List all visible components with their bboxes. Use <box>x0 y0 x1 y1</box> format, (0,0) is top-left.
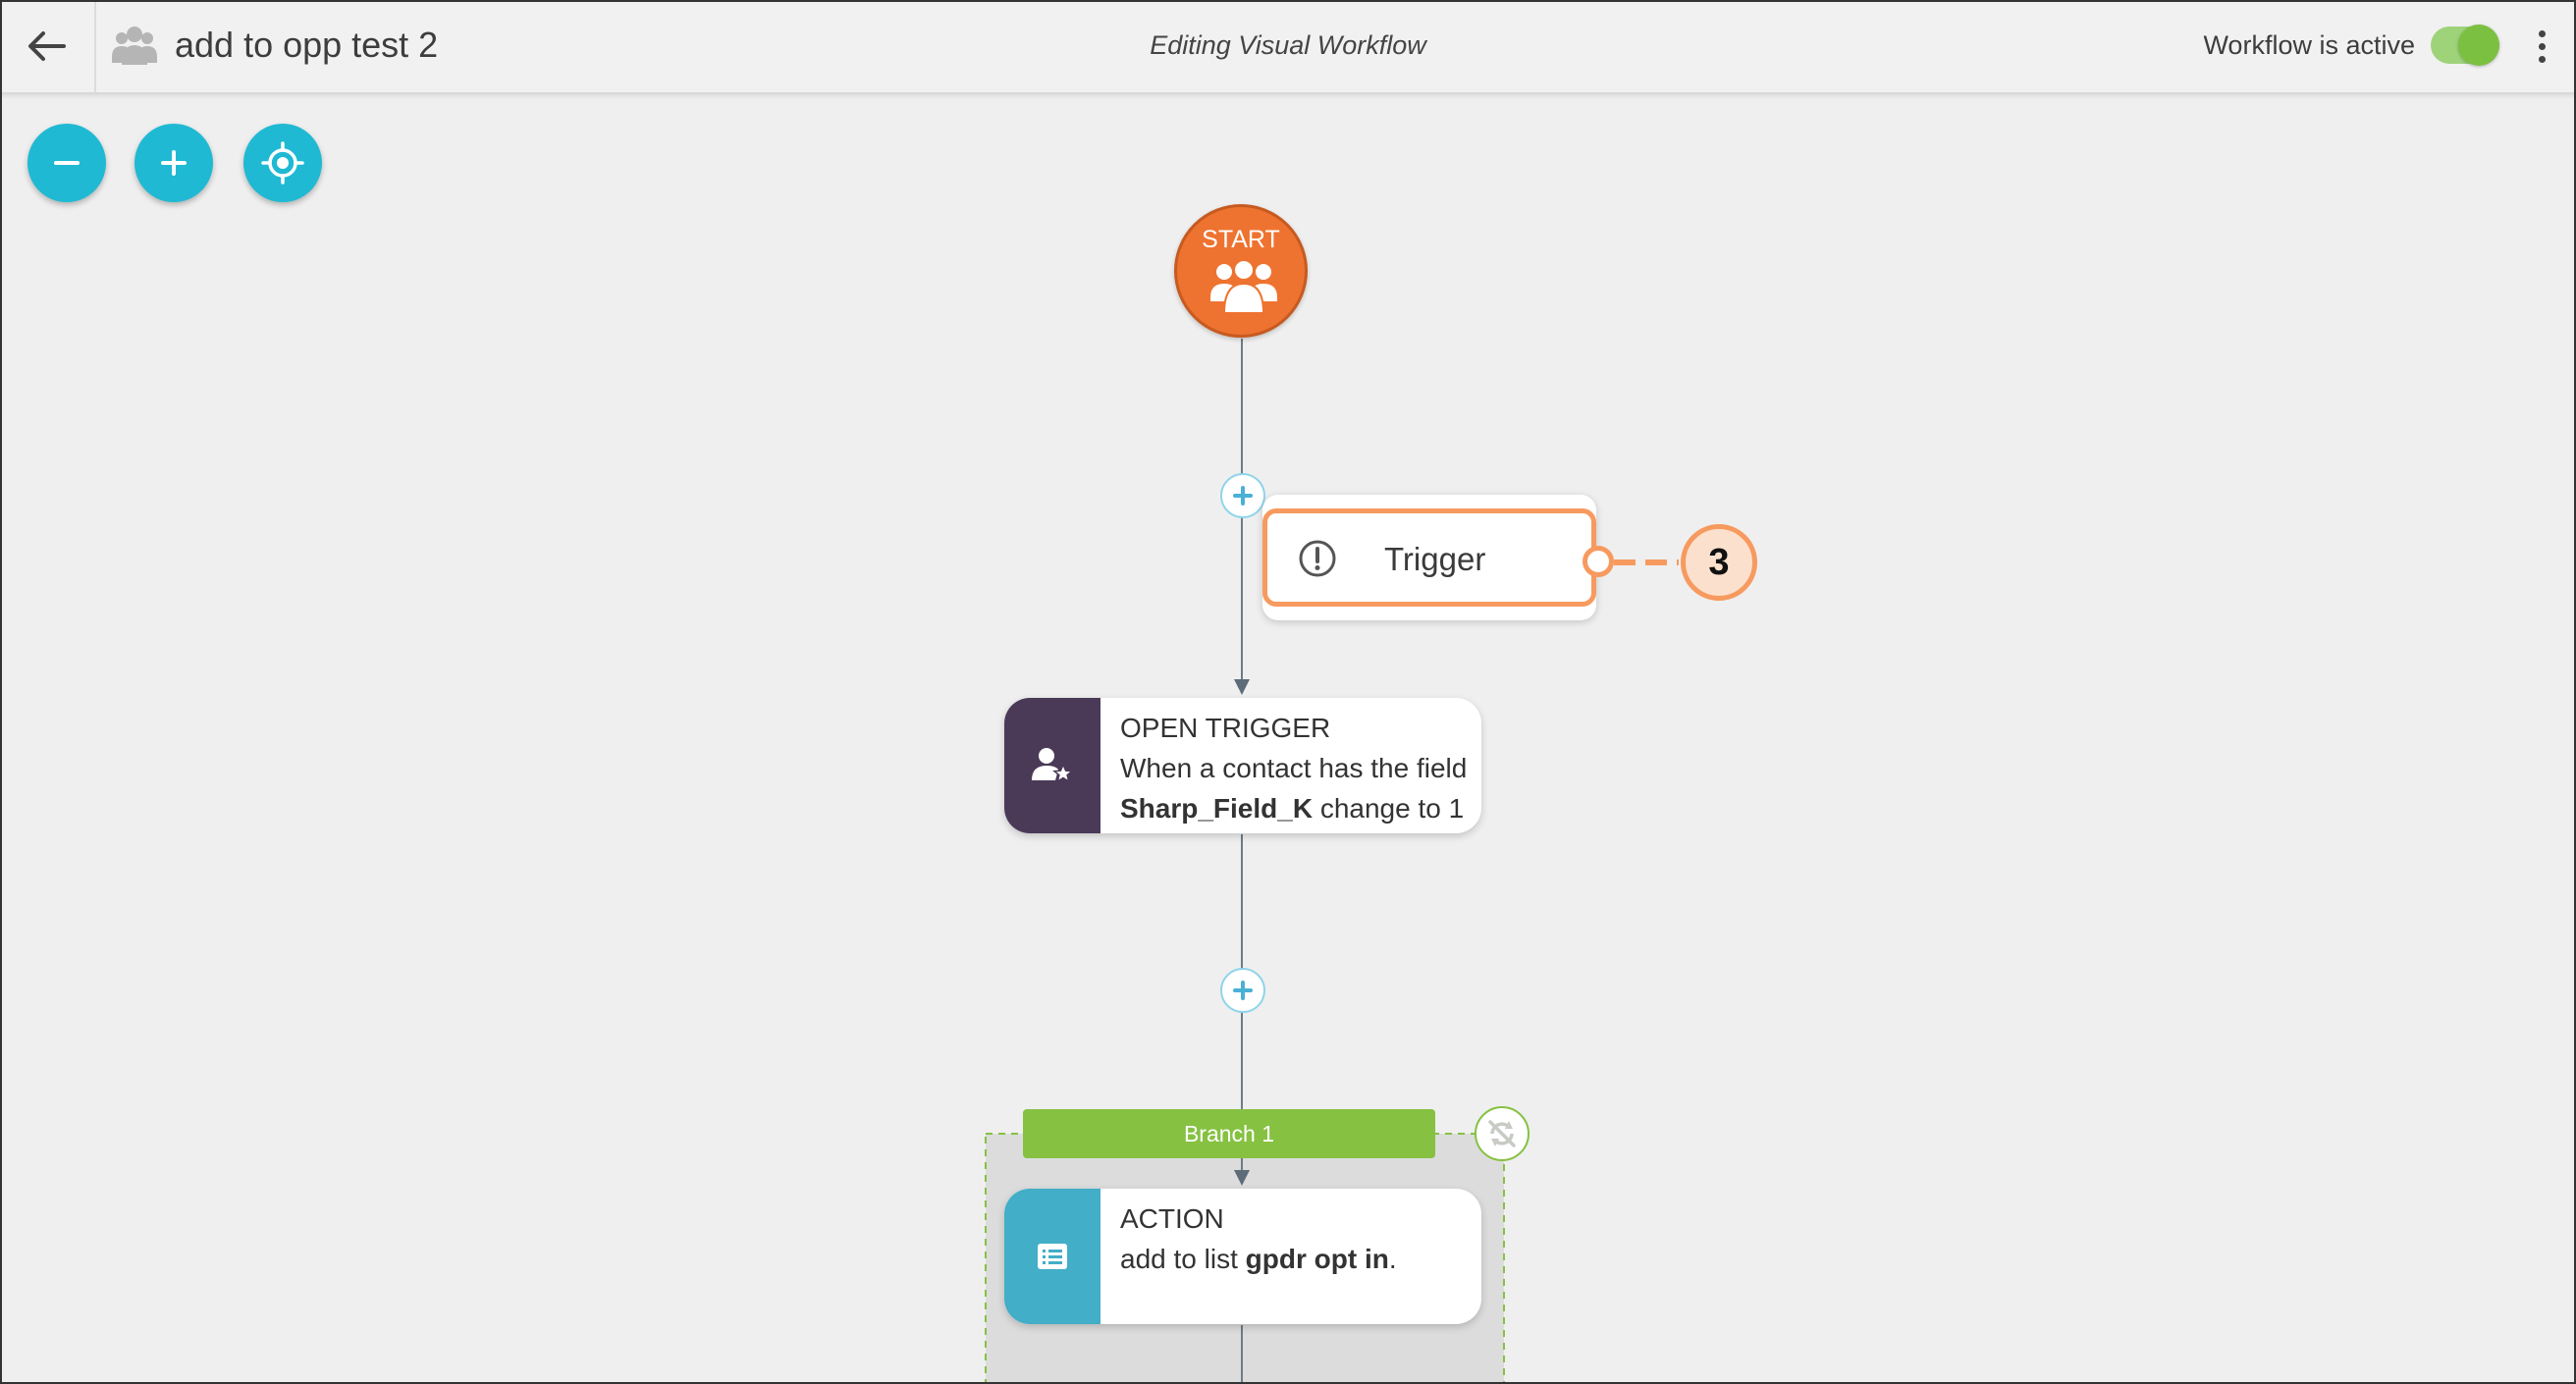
workflow-title[interactable]: add to opp test 2 <box>175 25 439 65</box>
branch-settings-button[interactable] <box>1475 1106 1530 1161</box>
list-icon <box>1038 1244 1067 1269</box>
top-bar: add to opp test 2 Editing Visual Workflo… <box>0 0 2576 94</box>
plus-icon <box>1233 486 1253 506</box>
branch-label: Branch 1 <box>1183 1121 1275 1146</box>
trigger-node-line2-suffix: change to 1 <box>1319 793 1465 824</box>
connector-arrow <box>1234 1170 1250 1186</box>
start-node[interactable]: START <box>1174 204 1308 338</box>
trigger-warning-label: Trigger <box>1384 541 1486 577</box>
trigger-node-title: OPEN TRIGGER <box>1120 713 1331 743</box>
add-step-button[interactable] <box>1220 968 1265 1013</box>
workflow-active-toggle[interactable] <box>2431 25 2499 66</box>
branch-tab[interactable]: Branch 1 <box>1023 1109 1435 1158</box>
target-icon <box>261 141 304 185</box>
recenter-button[interactable] <box>243 124 322 202</box>
workflow-status-label: Workflow is active <box>2203 30 2415 60</box>
plus-icon <box>1233 981 1253 1000</box>
action-prefix: add to list <box>1120 1244 1238 1274</box>
zoom-out-button[interactable] <box>27 124 106 202</box>
trigger-node-line2: Sharp_Field_K change to 1 <box>1120 788 1470 828</box>
open-trigger-node[interactable]: OPEN TRIGGER When a contact has the fiel… <box>1004 698 1481 833</box>
action-node-text: ACTION add to list gpdr opt in. <box>1120 1198 1470 1279</box>
group-icon <box>1210 259 1277 314</box>
start-label: START <box>1202 226 1280 253</box>
minus-icon <box>54 161 80 165</box>
zoom-in-button[interactable] <box>134 124 213 202</box>
callout-anchor-dot <box>1583 546 1614 577</box>
header-divider <box>94 0 96 92</box>
group-icon <box>112 27 157 65</box>
trigger-node-line1: When a contact has the field <box>1120 753 1468 783</box>
arrow-left-icon <box>28 31 66 61</box>
trigger-node-side <box>1004 698 1100 833</box>
action-node-side <box>1004 1189 1100 1324</box>
back-button[interactable] <box>14 14 79 79</box>
callout-number: 3 <box>1708 542 1730 583</box>
action-node[interactable]: ACTION add to list gpdr opt in. <box>1004 1189 1481 1324</box>
action-node-description: add to list gpdr opt in. <box>1120 1239 1470 1279</box>
trigger-field-name: Sharp_Field_K <box>1120 793 1314 824</box>
trigger-node-text: OPEN TRIGGER When a contact has the fiel… <box>1120 708 1470 828</box>
contact-star-icon <box>1032 748 1073 783</box>
add-step-button[interactable] <box>1220 473 1265 518</box>
disabled-sync-icon <box>1488 1120 1516 1147</box>
action-node-title: ACTION <box>1120 1203 1224 1234</box>
toggle-knob <box>2458 25 2499 66</box>
plus-icon <box>161 150 187 176</box>
exclamation-circle-icon <box>1299 540 1336 577</box>
callout-badge: 3 <box>1681 524 1757 601</box>
connector-arrow <box>1234 679 1250 695</box>
trigger-warning-card[interactable]: Trigger <box>1262 495 1614 620</box>
action-suffix: . <box>1388 1244 1397 1274</box>
editor-mode-title: Editing Visual Workflow <box>1150 30 1426 60</box>
more-options-icon[interactable] <box>2527 24 2556 69</box>
action-list-name: gpdr opt in <box>1245 1244 1389 1274</box>
